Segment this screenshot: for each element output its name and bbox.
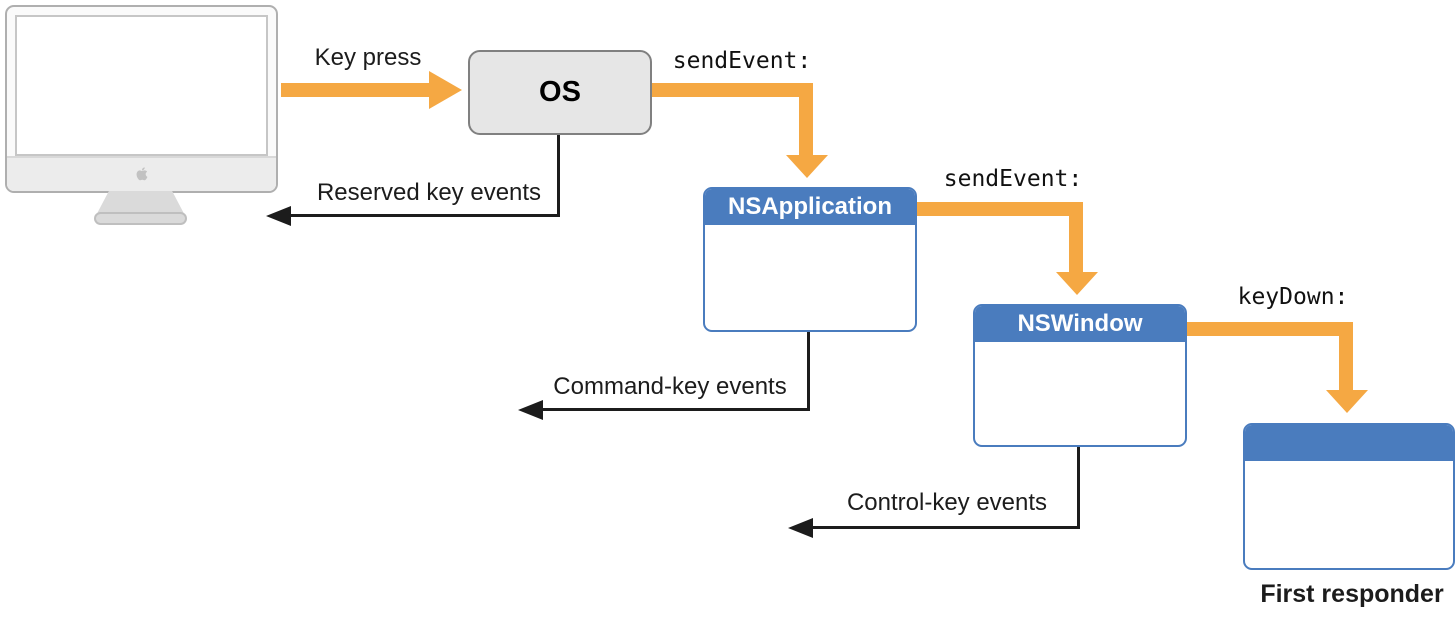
control-branch-vertical	[1077, 447, 1080, 528]
edge-label-keydown: keyDown:	[1237, 284, 1349, 310]
edge-label-key-press: Key press	[314, 44, 422, 71]
reserved-branch-horizontal	[288, 214, 560, 217]
monitor-stand-base	[94, 212, 187, 225]
monitor-chin	[7, 156, 276, 191]
monitor-screen	[15, 15, 268, 156]
sendevent-window-arrow-horizontal	[916, 202, 1083, 216]
sendevent-window-arrowhead	[1056, 272, 1098, 295]
key-press-arrowhead	[429, 71, 462, 109]
monitor-stand-neck	[96, 191, 185, 214]
node-nswindow-label: NSWindow	[1017, 310, 1143, 337]
node-nswindow-header: NSWindow	[975, 306, 1185, 344]
keydown-arrowhead	[1326, 390, 1368, 413]
sendevent-window-arrow-vertical	[1069, 202, 1083, 274]
node-nsapplication: NSApplication	[703, 187, 917, 332]
sendevent-app-arrow-horizontal	[650, 83, 813, 97]
edge-label-reserved-key-events: Reserved key events	[316, 179, 542, 206]
command-branch-arrowhead	[518, 400, 543, 420]
key-press-arrow-body	[281, 83, 431, 97]
node-nsapplication-header: NSApplication	[705, 189, 915, 227]
monitor-body	[5, 5, 278, 193]
keydown-arrow-horizontal	[1186, 322, 1353, 336]
reserved-branch-arrowhead	[266, 206, 291, 226]
imac-display-icon	[0, 0, 290, 240]
edge-label-command-key-events: Command-key events	[553, 373, 787, 400]
node-nsapplication-label: NSApplication	[727, 193, 892, 220]
edge-label-sendevent-app: sendEvent:	[672, 48, 812, 74]
sendevent-app-arrowhead	[786, 155, 828, 178]
sendevent-app-arrow-vertical	[799, 83, 813, 157]
reserved-branch-vertical	[557, 135, 560, 217]
node-first-responder-caption: First responder	[1260, 580, 1444, 608]
node-os: OS	[468, 50, 652, 135]
command-branch-horizontal	[540, 408, 810, 411]
control-branch-horizontal	[810, 526, 1080, 529]
node-os-label: OS	[539, 76, 581, 108]
edge-label-control-key-events: Control-key events	[846, 489, 1048, 516]
node-nswindow: NSWindow	[973, 304, 1187, 447]
keydown-arrow-vertical	[1339, 322, 1353, 392]
apple-logo-icon	[136, 166, 147, 180]
control-branch-arrowhead	[788, 518, 813, 538]
command-branch-vertical	[807, 332, 810, 411]
node-first-responder	[1243, 423, 1455, 570]
edge-label-sendevent-window: sendEvent:	[943, 166, 1083, 192]
node-first-responder-header	[1245, 425, 1453, 463]
